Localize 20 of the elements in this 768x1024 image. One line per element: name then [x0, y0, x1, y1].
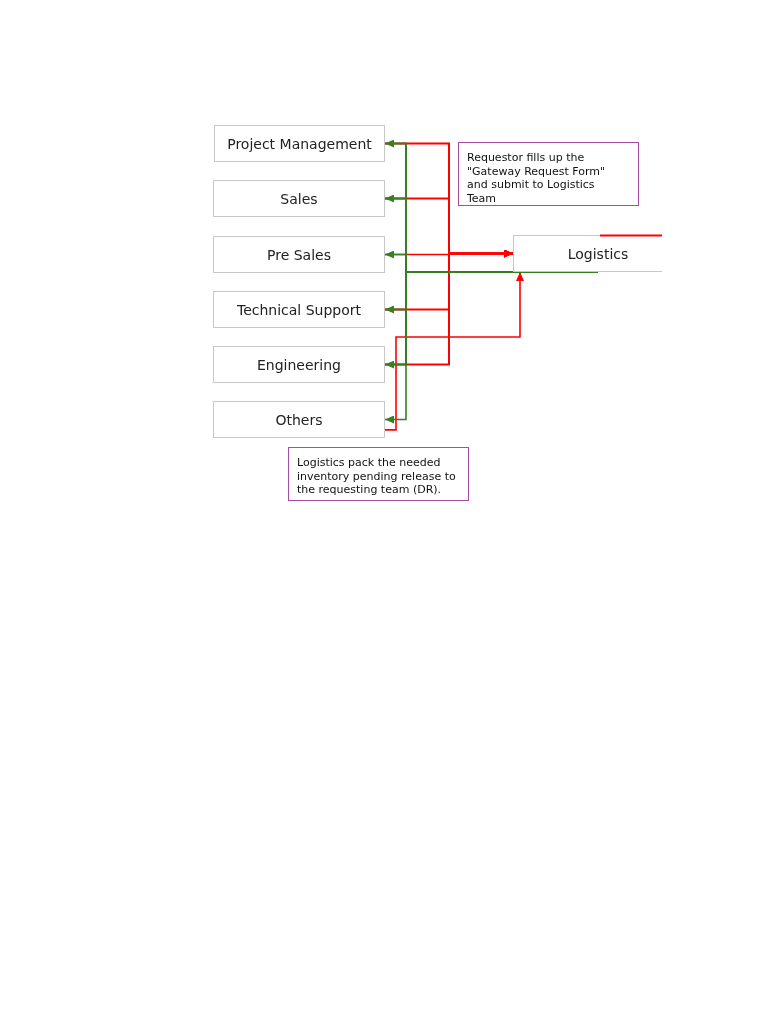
note-box: [288, 447, 469, 501]
note-text: Logistics pack the needed inventory pending release to the requesting team (DR).: [297, 456, 457, 497]
process-box: [213, 346, 385, 383]
box-label: Logistics: [567, 245, 629, 262]
box-label: Engineering: [257, 356, 341, 373]
box-label: Project Management: [227, 135, 372, 152]
box-label: Technical Support: [236, 301, 362, 318]
process-box: [213, 180, 385, 217]
arrow: [384, 271, 599, 424]
process-box: [213, 236, 385, 273]
note-text: Requestor fills up the "Gateway Request Form" and submit to Logistics Team: [467, 151, 607, 205]
process-box: [513, 235, 662, 272]
note-box: [458, 142, 639, 206]
process-box: [213, 291, 385, 328]
process-box: [214, 125, 385, 162]
box-label: Sales: [280, 190, 318, 207]
box-label: Others: [275, 411, 323, 428]
process-box: [213, 401, 385, 438]
arrow: [384, 271, 524, 431]
box-label: Pre Sales: [267, 246, 331, 263]
